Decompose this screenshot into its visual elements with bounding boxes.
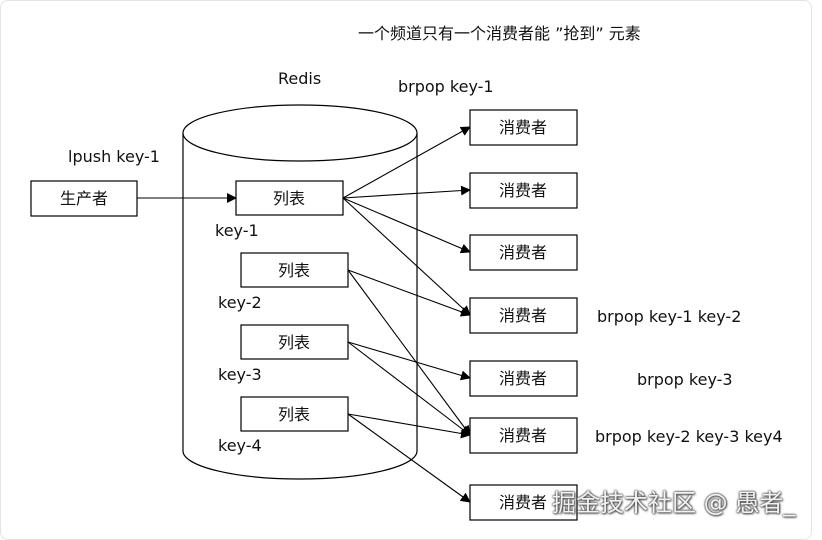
consumer-7-label: 消费者	[499, 493, 547, 512]
list-3-key: key-3	[218, 365, 262, 384]
list-3: 列表	[240, 324, 349, 360]
command-consumer-4: brpop key-1 key-2	[597, 307, 741, 326]
consumer-5: 消费者	[469, 360, 578, 397]
consumer-3-label: 消费者	[499, 243, 547, 262]
list-4-label: 列表	[278, 405, 310, 424]
list-1: 列表	[235, 180, 344, 216]
edge-list-4-consumer-7	[347, 413, 471, 503]
edge-list-3-consumer-5	[347, 341, 471, 381]
command-consumer-6: brpop key-2 key-3 key4	[595, 427, 783, 446]
list-4-key: key-4	[218, 436, 262, 455]
consumer-4-label: 消费者	[499, 306, 547, 325]
edge-list-1-consumer-2	[342, 185, 471, 199]
list-2: 列表	[240, 252, 349, 288]
consumer-2-label: 消费者	[499, 181, 547, 200]
edges	[137, 126, 471, 503]
edge-list-1-consumer-1	[342, 126, 471, 199]
consumer-2: 消费者	[469, 172, 578, 209]
diagram-title: 一个频道只有一个消费者能 ”抢到” 元素	[358, 24, 641, 43]
list-2-key: key-2	[218, 293, 262, 312]
list-1-label: 列表	[273, 189, 305, 208]
command-consumer-5: brpop key-3	[637, 370, 733, 389]
edge-list-1-consumer-3	[342, 197, 471, 254]
consumer-1: 消费者	[469, 109, 578, 146]
edge-list-4-consumer-6	[347, 413, 471, 439]
watermark: 掘金技术社区 @ 愚者_	[552, 489, 796, 517]
list-4: 列表	[240, 396, 349, 432]
producer-label: 生产者	[60, 189, 108, 208]
consumer-5-label: 消费者	[499, 369, 547, 388]
edge-list-2-consumer-4	[347, 269, 471, 317]
consumer-6-label: 消费者	[499, 426, 547, 445]
list-2-label: 列表	[278, 261, 310, 280]
consumer-4: 消费者	[469, 297, 578, 334]
list-3-label: 列表	[278, 333, 310, 352]
consumer-6: 消费者	[469, 417, 578, 454]
edge-list-3-consumer-6	[347, 341, 471, 436]
producer-command: lpush key-1	[68, 147, 160, 166]
edge-list-2-consumer-6	[347, 269, 471, 436]
producer-box: 生产者	[30, 180, 138, 217]
redis-label: Redis	[278, 69, 321, 88]
consumer-3: 消费者	[469, 234, 578, 271]
edge-list-1-consumer-4	[342, 197, 471, 316]
consumer-1-label: 消费者	[499, 118, 547, 137]
redis-cylinder	[182, 104, 418, 480]
consumer-7: 消费者	[469, 484, 578, 521]
command-top: brpop key-1	[398, 77, 494, 96]
list-1-key: key-1	[215, 221, 259, 240]
